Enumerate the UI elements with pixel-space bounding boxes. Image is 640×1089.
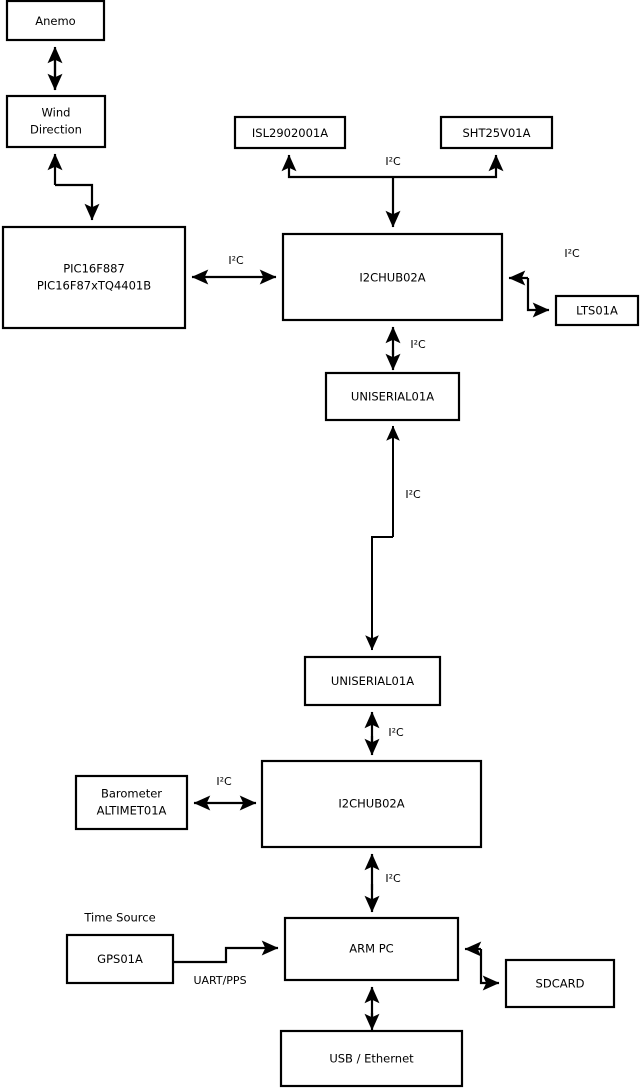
node-box[interactable] — [303, 655, 442, 707]
node-i2chub02a-top[interactable]: I2CHUB02A — [281, 232, 504, 322]
node-label-sdcard: SDCARD — [536, 977, 585, 991]
edge-label-i2c-hub2-armpc: I²C — [385, 872, 401, 885]
node-box[interactable] — [233, 115, 347, 150]
node-label-anemo: Anemo — [35, 14, 75, 28]
node-isl2902001a[interactable]: ISL2902001A — [233, 115, 347, 150]
label-time-source: Time Source — [83, 911, 155, 925]
node-box[interactable] — [1, 225, 187, 330]
node-gps01a[interactable]: GPS01A — [65, 933, 175, 985]
connector-hub-lts — [508, 270, 550, 318]
connector-uniserial-link — [365, 425, 400, 651]
node-sdcard[interactable]: SDCARD — [504, 958, 616, 1009]
node-box[interactable] — [554, 294, 640, 327]
node-box[interactable] — [324, 371, 461, 422]
node-pic-mcu[interactable]: PIC16F887 PIC16F87xTQ4401B — [1, 225, 187, 330]
node-label-hub-bot: I2CHUB02A — [338, 797, 404, 811]
node-usb-ethernet[interactable]: USB / Ethernet — [279, 1029, 464, 1088]
node-wind-direction[interactable]: Wind Direction — [5, 94, 107, 149]
connector-line — [174, 940, 279, 964]
node-label-wind-line1: Wind — [42, 106, 71, 120]
node-label-isl: ISL2902001A — [252, 126, 328, 140]
node-label-gps: GPS01A — [97, 952, 143, 966]
edge-label-i2c-uniserial-link: I²C — [405, 488, 421, 501]
connector-line — [365, 536, 393, 651]
node-label-pic-line2: PIC16F87xTQ4401B — [37, 279, 151, 293]
edge-label-i2c-pic-hub: I²C — [228, 254, 244, 267]
connector-line — [393, 154, 504, 179]
edge-label-i2c-hub-lts: I²C — [564, 247, 580, 260]
node-label-hub-top: I2CHUB02A — [359, 271, 425, 285]
edge-label-i2c-uniserial-hub2: I²C — [388, 726, 404, 739]
node-box[interactable] — [74, 774, 189, 831]
edge-label-i2c-hub-uniserial: I²C — [410, 338, 426, 351]
node-uniserial01a-top[interactable]: UNISERIAL01A — [324, 371, 461, 422]
node-label-sht: SHT25V01A — [463, 126, 531, 140]
node-label-armpc: ARM PC — [349, 942, 393, 956]
node-sht25v01a[interactable]: SHT25V01A — [439, 115, 554, 150]
node-uniserial01a-bottom[interactable]: UNISERIAL01A — [303, 655, 442, 707]
edge-label-uart-pps: UART/PPS — [193, 974, 246, 987]
node-arm-pc[interactable]: ARM PC — [283, 916, 460, 982]
node-box[interactable] — [283, 916, 460, 982]
node-label-wind-line2: Direction — [30, 123, 82, 137]
node-label-uniserial-bot: UNISERIAL01A — [331, 674, 414, 688]
connector-line — [479, 949, 500, 991]
node-label-lts: LTS01A — [576, 304, 618, 318]
node-barometer[interactable]: Barometer ALTIMET01A — [74, 774, 189, 831]
node-box[interactable] — [260, 759, 483, 849]
node-box[interactable] — [281, 232, 504, 322]
connector-line — [526, 278, 550, 318]
connector-line — [55, 183, 100, 221]
node-box[interactable] — [5, 94, 107, 149]
node-box[interactable] — [279, 1029, 464, 1088]
connector-line — [281, 154, 393, 179]
connector-armpc-sdcard — [464, 941, 500, 991]
node-label-barometer-line1: Barometer — [101, 787, 162, 801]
node-box[interactable] — [5, 0, 106, 42]
connector-wind-pic — [47, 153, 100, 221]
node-label-barometer-line2: ALTIMET01A — [97, 804, 167, 818]
node-label-uniserial-top: UNISERIAL01A — [351, 390, 434, 404]
node-box[interactable] — [439, 115, 554, 150]
connector-gps-armpc — [174, 940, 279, 964]
connector-hub-sensors — [281, 154, 504, 228]
node-anemo[interactable]: Anemo — [5, 0, 106, 42]
node-i2chub02a-bottom[interactable]: I2CHUB02A — [260, 759, 483, 849]
node-box[interactable] — [65, 933, 175, 985]
edge-label-i2c-top-sensors: I²C — [385, 155, 401, 168]
node-label-pic-line1: PIC16F887 — [63, 262, 125, 276]
node-label-usb: USB / Ethernet — [329, 1052, 414, 1066]
edge-label-i2c-baro-hub2: I²C — [216, 775, 232, 788]
node-lts01a[interactable]: LTS01A — [554, 294, 640, 327]
node-box[interactable] — [504, 958, 616, 1009]
